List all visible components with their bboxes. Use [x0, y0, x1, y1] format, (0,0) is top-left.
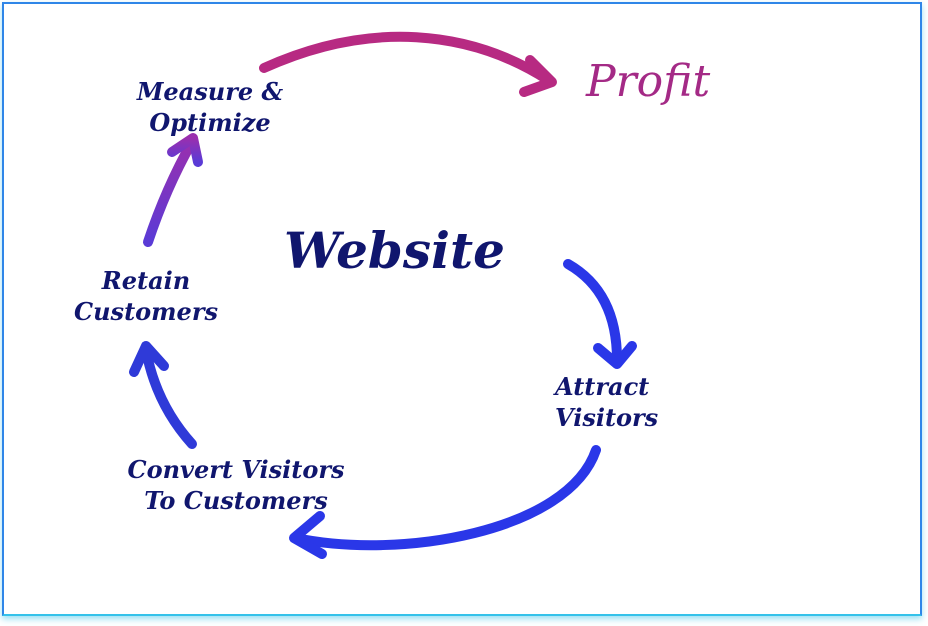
arrow-convert-to-retain — [129, 341, 197, 449]
step-measure-line1: Measure & — [136, 77, 284, 106]
step-measure-optimize: Measure & Optimize — [136, 80, 284, 135]
step-convert-line1: Convert Visitors — [127, 455, 345, 484]
step-attract-line1: Attract — [555, 372, 650, 401]
arrow-website-to-attract — [563, 259, 637, 369]
step-retain-line1: Retain — [101, 266, 191, 295]
step-measure-line2: Optimize — [149, 108, 271, 137]
step-convert-line2: To Customers — [144, 486, 328, 515]
step-retain-line2: Customers — [74, 297, 218, 326]
arrow-measure-to-profit — [259, 31, 557, 97]
step-retain-customers: Retain Customers — [70, 269, 222, 324]
profit-label: Profit — [586, 56, 711, 107]
center-label: Website — [284, 221, 505, 280]
step-attract-visitors: Attract Visitors — [555, 375, 658, 430]
step-convert-visitors: Convert Visitors To Customers — [120, 458, 352, 513]
arrow-attract-to-convert — [289, 445, 601, 559]
step-attract-line2: Visitors — [555, 403, 659, 432]
diagram-frame — [2, 2, 922, 616]
arrow-retain-to-measure — [143, 133, 203, 247]
